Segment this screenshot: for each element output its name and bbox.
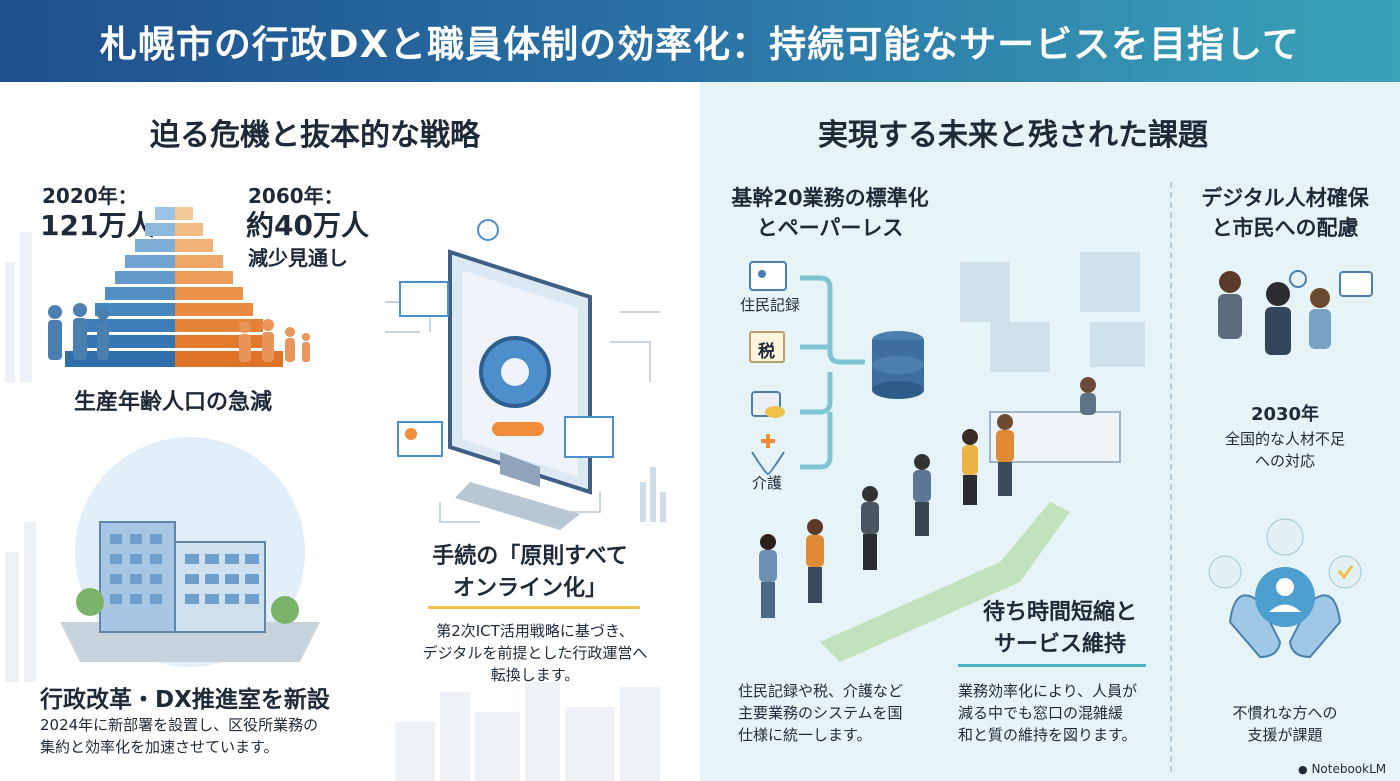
- pop-2060-value: 約40万人: [246, 209, 369, 242]
- pop-2060-year: 2060年：: [248, 184, 344, 208]
- pop-2020-year: 2020年：: [42, 184, 138, 208]
- std-desc-line-3: 仕様に統一します。: [738, 726, 872, 744]
- handshake-icon: [1266, 518, 1304, 556]
- population-pyramid-illustration: [48, 207, 310, 367]
- wait-desc-line-2: 減る中でも窓口の混雑緩: [958, 704, 1124, 722]
- wait-title-line-1: 待ち時間短縮と: [982, 600, 1137, 625]
- page-title: 札幌市の行政DXと職員体制の効率化：持続可能なサービスを目指して: [99, 23, 1301, 66]
- city-skyline-illustration: [5, 232, 660, 781]
- online-procedure-monitor-illustration: [385, 219, 666, 530]
- online-title-line-1: 手続の「原則すべて: [432, 544, 628, 569]
- document-icon: [1208, 555, 1242, 589]
- wait-title-line-2: サービス維持: [993, 632, 1126, 657]
- office-title: 行政改革・DX推進室を新設: [40, 687, 330, 713]
- online-desc-line-2: デジタルを前提とした行政運営へ: [422, 644, 648, 662]
- left-section-title: 迫る危機と抜本的な戦略: [150, 118, 480, 153]
- standardization-illustration: [749, 252, 1145, 662]
- caring-hands-icon: [1228, 594, 1282, 659]
- std-item-care: 介護: [752, 474, 783, 492]
- std-desc-line-2: 主要業務のシステムを国: [738, 704, 903, 722]
- pop-2060-note: 減少見通し: [248, 246, 348, 270]
- right-panel: 実現する未来と残された課題 基幹20業務の標準化 とペーパーレス: [700, 82, 1400, 781]
- tax-icon: [749, 331, 785, 363]
- database-icon: [872, 331, 924, 399]
- gear-icon: [1289, 270, 1307, 288]
- office-desc-line-2: 集約と効率化を加速させています。: [40, 738, 279, 756]
- care-hands-icon: [751, 451, 785, 476]
- left-panel: 迫る危機と抜本的な戦略 2020年： 121万人 2060年： 約40万人 減少…: [0, 82, 700, 781]
- talent-illustration: [1208, 270, 1373, 659]
- shield-check-icon: [1328, 555, 1362, 589]
- office-desc-line-1: 2024年に新部署を設置し、区役所業務の: [40, 716, 319, 734]
- pop-2020-value: 121万人: [40, 209, 155, 242]
- std-title-line-1: 基幹20業務の標準化: [731, 186, 929, 210]
- talent-desc-line-2: への対応: [1254, 452, 1315, 470]
- right-column-divider: [1170, 182, 1172, 772]
- care-desc-line-2: 支援が課題: [1247, 726, 1323, 744]
- resident-record-icon: [749, 261, 787, 291]
- chat-icon: [1339, 271, 1373, 297]
- std-item-resident-record: 住民記録: [740, 296, 801, 314]
- std-title-line-2: とペーパーレス: [756, 216, 904, 240]
- care-desc-line-1: 不慣れな方への: [1232, 704, 1338, 722]
- std-item-tax: 税: [758, 342, 775, 362]
- wait-desc-line-3: 和と質の維持を図ります。: [958, 726, 1137, 744]
- online-title-underline: [428, 606, 640, 609]
- talent-year: 2030年: [1250, 404, 1320, 425]
- online-desc-line-3: 転換します。: [490, 666, 580, 684]
- page-header: 札幌市の行政DXと職員体制の効率化：持続可能なサービスを目指して: [0, 0, 1400, 82]
- notebooklm-icon: ●: [1298, 763, 1308, 776]
- notebooklm-logo: ● NotebookLM: [1298, 762, 1386, 776]
- online-title-line-2: オンライン化」: [452, 576, 607, 601]
- std-desc-line-1: 住民記録や税、介護など: [738, 682, 904, 700]
- pyramid-caption: 生産年齢人口の急減: [74, 390, 273, 415]
- notebooklm-brand: NotebookLM: [1311, 762, 1387, 776]
- talent-title-line-1: デジタル人材確保: [1201, 186, 1369, 210]
- talent-desc-line-1: 全国的な人材不足: [1224, 430, 1345, 448]
- wait-desc-line-1: 業務効率化により、人員が: [958, 682, 1138, 700]
- right-section-title: 実現する未来と残された課題: [818, 118, 1208, 153]
- talent-title-line-2: と市民への配慮: [1211, 216, 1359, 240]
- city-hall-illustration: [60, 437, 320, 667]
- wait-title-underline: [958, 664, 1146, 667]
- online-desc-line-1: 第2次ICT活用戦略に基づき、: [436, 622, 634, 640]
